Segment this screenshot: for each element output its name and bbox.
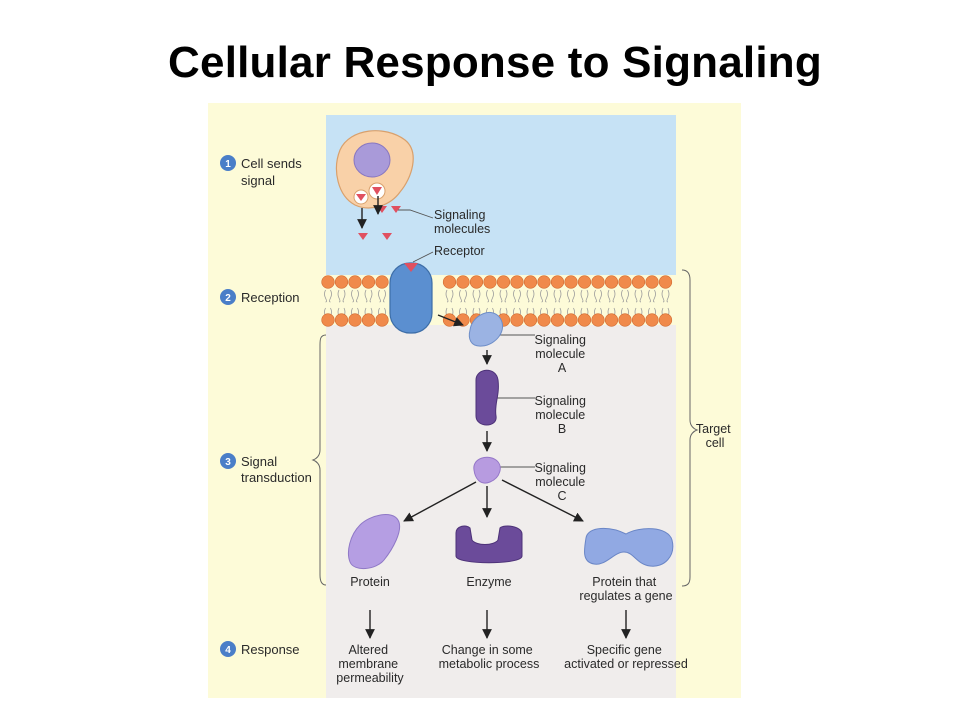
target-cell-label: Target cell <box>696 422 734 450</box>
protein-label: Protein <box>350 575 390 589</box>
signaling-cell <box>335 130 414 209</box>
target-cell-brace <box>681 269 699 587</box>
cytoplasm <box>326 325 676 698</box>
molecule-a-label: Signaling molecule A <box>535 333 590 375</box>
step-number: 4 <box>225 645 231 656</box>
branch-arrow <box>403 481 477 522</box>
page-title: Cellular Response to Signaling <box>168 38 822 87</box>
step-4-label: Response <box>241 642 300 657</box>
response-gene-label: Specific gene activated or repressed <box>564 643 688 671</box>
receptor-label: Receptor <box>434 244 485 258</box>
leader-line <box>398 209 434 219</box>
signaling-molecule-c <box>473 456 501 484</box>
gene-regulating-protein <box>583 528 674 567</box>
signaling-molecules-label: Signaling molecules <box>434 208 490 236</box>
step-number: 1 <box>225 159 231 170</box>
activation-arrow <box>437 314 464 327</box>
step-badge <box>220 289 236 305</box>
signaling-molecule-b <box>475 369 499 426</box>
signaling-molecule-a <box>468 312 504 347</box>
step-3-label: Signal transduction <box>241 454 312 485</box>
step-number: 2 <box>225 293 231 304</box>
response-membrane-label: Altered membrane permeability <box>336 643 404 685</box>
plasma-membrane <box>321 275 673 327</box>
enzyme-product <box>455 525 523 564</box>
step-badge <box>220 453 236 469</box>
molecule-c-label: Signaling molecule C <box>535 461 590 503</box>
molecule-b-label: Signaling molecule B <box>535 394 590 436</box>
response-metabolic-label: Change in some metabolic process <box>439 643 540 671</box>
branch-arrow <box>501 479 584 522</box>
step-1-label: Cell sends signal <box>241 156 305 188</box>
enzyme-label: Enzyme <box>466 575 511 589</box>
step-badge <box>220 155 236 171</box>
protein-product <box>347 514 400 569</box>
step-badge <box>220 641 236 657</box>
step-number: 3 <box>225 457 231 468</box>
receptor <box>389 262 433 334</box>
gene-protein-label: Protein that regulates a gene <box>579 575 672 603</box>
leader-line <box>412 251 434 263</box>
step-2-label: Reception <box>241 290 300 305</box>
transduction-brace <box>311 334 327 586</box>
